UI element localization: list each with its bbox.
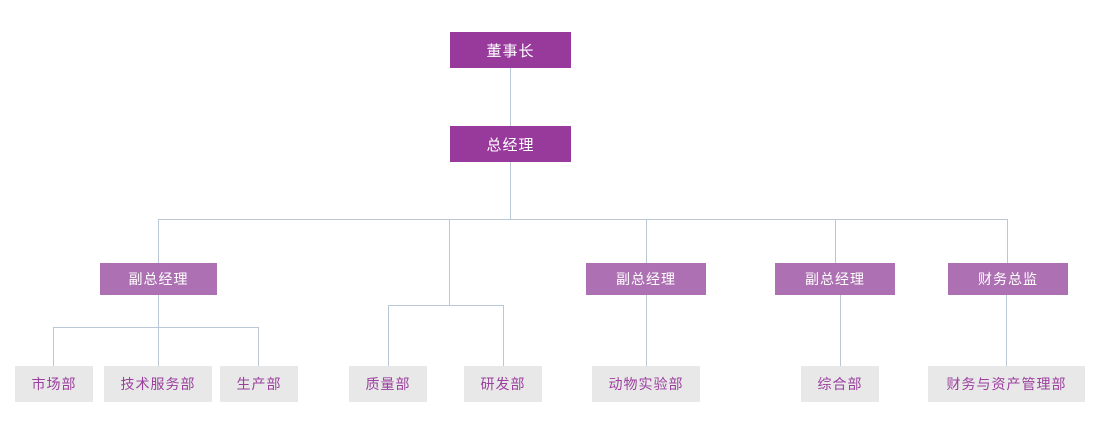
node-chairman[interactable]: 董事长 — [450, 32, 571, 68]
node-dept-tech-service-label: 技术服务部 — [120, 376, 196, 392]
connector-bus-to-vp1 — [158, 219, 159, 263]
connector-branch2-to-quality — [388, 305, 389, 366]
connector-branch2-bus — [388, 305, 503, 306]
node-dept-production[interactable]: 生产部 — [220, 366, 298, 402]
node-dept-rd[interactable]: 研发部 — [464, 366, 542, 402]
node-vp-3-label: 副总经理 — [616, 271, 676, 287]
connector-cfo-to-finance-asset — [1006, 295, 1007, 366]
node-general-manager[interactable]: 总经理 — [450, 126, 571, 162]
node-dept-tech-service[interactable]: 技术服务部 — [104, 366, 212, 402]
node-cfo[interactable]: 财务总监 — [948, 263, 1068, 295]
node-vp-4-label: 副总经理 — [805, 271, 865, 287]
node-dept-finance-asset[interactable]: 财务与资产管理部 — [928, 366, 1085, 402]
node-dept-quality-label: 质量部 — [365, 376, 411, 392]
connector-branch2-to-rd — [503, 305, 504, 366]
node-dept-general-affairs[interactable]: 综合部 — [801, 366, 879, 402]
node-dept-quality[interactable]: 质量部 — [349, 366, 427, 402]
connector-gm-down — [510, 159, 511, 219]
node-dept-animal-lab-label: 动物实验部 — [608, 376, 684, 392]
node-dept-animal-lab[interactable]: 动物实验部 — [592, 366, 700, 402]
connector-vp1-down — [158, 295, 159, 327]
node-dept-general-affairs-label: 综合部 — [817, 376, 863, 392]
node-dept-rd-label: 研发部 — [480, 376, 526, 392]
node-general-manager-label: 总经理 — [486, 136, 535, 154]
connector-vp3-to-animal-lab — [646, 295, 647, 366]
connector-vp1-bus — [53, 327, 258, 328]
connector-vp1-to-production — [258, 327, 259, 366]
connector-bus-to-branch2 — [449, 219, 450, 305]
node-vp-1[interactable]: 副总经理 — [100, 263, 217, 295]
node-vp-1-label: 副总经理 — [128, 271, 189, 287]
node-dept-production-label: 生产部 — [236, 376, 282, 392]
node-dept-finance-asset-label: 财务与资产管理部 — [946, 376, 1067, 392]
connector-bus-to-cfo — [1007, 219, 1008, 263]
connector-vp4-to-general-affairs — [840, 295, 841, 366]
node-dept-marketing-label: 市场部 — [31, 376, 77, 392]
connector-vp1-to-tech-service — [158, 327, 159, 366]
node-dept-marketing[interactable]: 市场部 — [15, 366, 93, 402]
node-vp-3[interactable]: 副总经理 — [586, 263, 706, 295]
node-chairman-label: 董事长 — [486, 42, 535, 60]
connector-main-bus — [158, 219, 1008, 220]
node-vp-4[interactable]: 副总经理 — [775, 263, 895, 295]
connector-bus-to-vp4 — [835, 219, 836, 263]
node-cfo-label: 财务总监 — [978, 271, 1038, 287]
connector-vp1-to-marketing — [53, 327, 54, 366]
connector-chairman-to-gm — [510, 68, 511, 127]
connector-bus-to-vp3 — [646, 219, 647, 263]
